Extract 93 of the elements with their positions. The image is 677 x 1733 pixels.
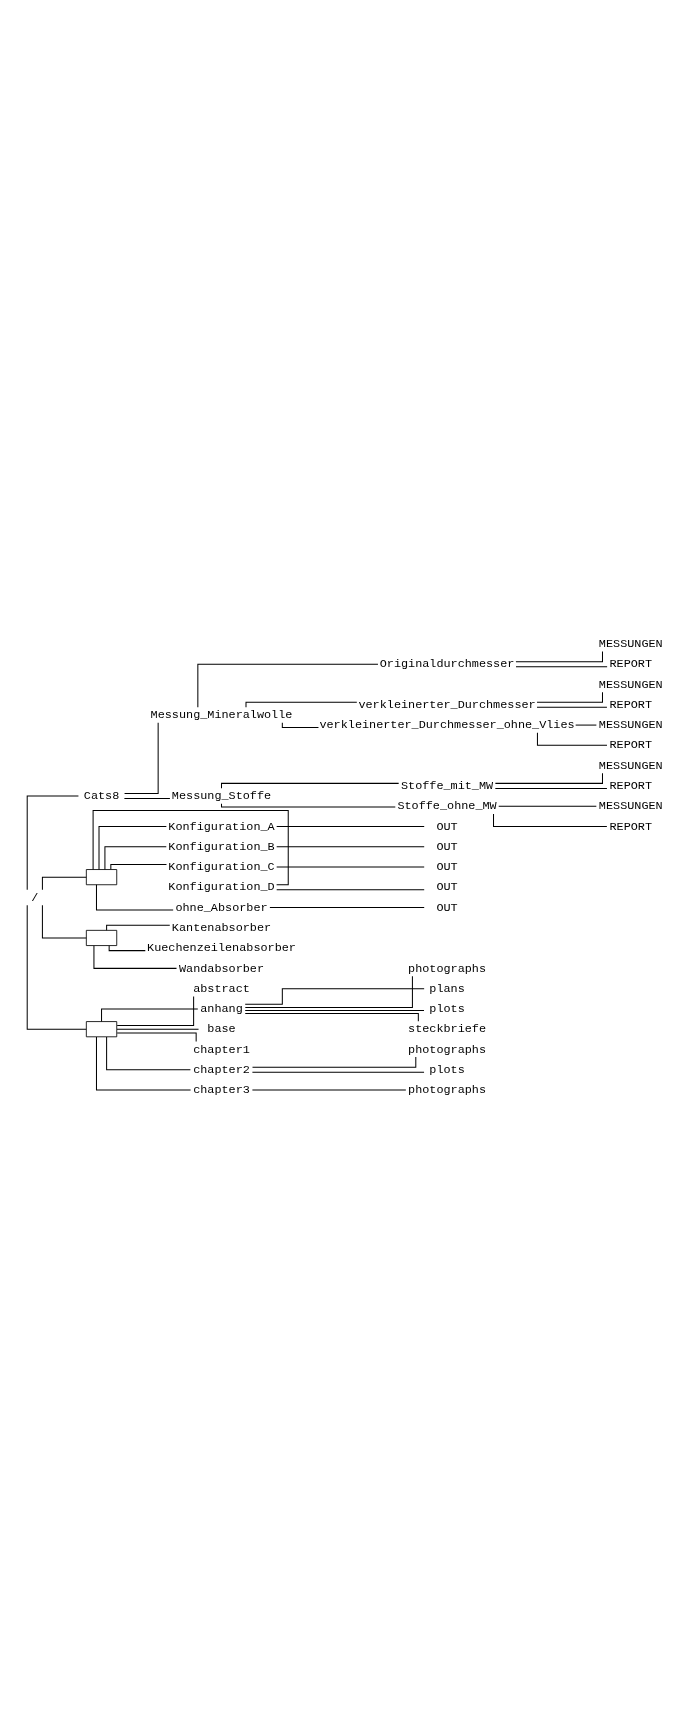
node-text: REPORT — [609, 697, 653, 712]
node-box — [85, 1020, 118, 1037]
node-text: / — [31, 890, 39, 905]
connector — [221, 782, 400, 789]
node-text: steckbriefe — [408, 1021, 487, 1036]
node-text: OUT — [436, 900, 458, 915]
node-text: Kantenabsorber — [171, 920, 272, 935]
connector — [276, 888, 425, 890]
node-text: base — [207, 1021, 236, 1036]
connector — [498, 805, 597, 807]
node-text: REPORT — [609, 778, 653, 793]
connector — [536, 731, 608, 746]
node-text: MESSUNGEN — [598, 636, 663, 651]
connector — [244, 987, 425, 1005]
connector — [108, 944, 146, 951]
node-text: verkleinerter_Durchmesser_ohne_Vlies — [319, 717, 575, 732]
connector — [41, 876, 87, 890]
connector — [494, 787, 608, 789]
connector — [95, 883, 174, 911]
connector — [252, 1056, 417, 1068]
connector — [221, 802, 396, 808]
node-text: anhang — [200, 1001, 243, 1016]
node-text: Stoffe_ohne_MW — [397, 798, 497, 813]
connector — [101, 1007, 199, 1022]
node-text: REPORT — [609, 656, 653, 671]
node-text: OUT — [436, 859, 458, 874]
connector — [276, 866, 425, 867]
node-text: Stoffe_mit_MW — [400, 778, 494, 793]
node-text: Konfiguration_C — [168, 859, 275, 874]
node-text: REPORT — [609, 819, 653, 834]
node-text: MESSUNGEN — [598, 677, 663, 692]
node-text: OUT — [436, 819, 458, 834]
node-text: chapter3 — [193, 1082, 250, 1097]
node-text: Konfiguration_B — [168, 839, 275, 854]
connector — [244, 975, 413, 1008]
node-text: abstract — [193, 981, 250, 996]
node-text: MESSUNGEN — [598, 717, 663, 732]
node-text: Kuechenzeilenabsorber — [147, 940, 296, 955]
node-text: photographs — [408, 961, 487, 975]
node-text: MESSUNGEN — [598, 798, 663, 813]
connector — [245, 701, 358, 708]
connector — [26, 795, 79, 890]
connector — [92, 809, 289, 885]
node-text: verkleinerter_Durchmesser — [358, 697, 536, 712]
node-text: OUT — [436, 879, 458, 894]
node-text: chapter2 — [193, 1062, 250, 1077]
connector — [123, 797, 171, 799]
connector — [106, 1036, 191, 1070]
connector — [536, 691, 603, 703]
node-text: photographs — [408, 1042, 487, 1057]
connector — [251, 1071, 425, 1073]
node-text: photographs — [408, 1082, 487, 1097]
connector — [197, 663, 379, 708]
connector — [269, 906, 425, 908]
node-text: Originaldurchmesser — [379, 656, 515, 671]
connector — [244, 1012, 419, 1022]
connector — [124, 721, 159, 794]
node-text: plans — [429, 981, 465, 996]
node-text: Konfiguration_D — [168, 879, 275, 894]
node-box — [85, 929, 118, 946]
connector — [116, 995, 195, 1026]
connector — [98, 825, 167, 870]
connector — [515, 665, 608, 667]
node-text: MESSUNGEN — [598, 758, 663, 773]
node-text: REPORT — [609, 737, 653, 752]
connector — [93, 944, 178, 969]
node-text: Cats8 — [83, 788, 120, 803]
connector — [276, 845, 425, 847]
node-text: Konfiguration_A — [168, 819, 275, 834]
node-text: Messung_Stoffe — [171, 788, 272, 803]
node-text: Wandabsorber — [178, 961, 265, 975]
node-text: chapter1 — [193, 1042, 250, 1057]
connector — [116, 1028, 200, 1030]
connector — [106, 924, 171, 931]
connector — [494, 772, 603, 784]
connector — [41, 904, 87, 938]
node-text: ohne_Absorber — [175, 900, 268, 915]
node-text: plots — [429, 1001, 465, 1016]
connector — [281, 721, 319, 728]
node-box — [85, 868, 118, 885]
node-text: plots — [429, 1062, 465, 1077]
connector — [26, 904, 87, 1030]
connector — [110, 863, 167, 870]
connector — [244, 1009, 425, 1011]
connector — [104, 845, 167, 870]
node-text: OUT — [436, 839, 458, 854]
connector — [493, 812, 608, 827]
connector — [276, 825, 425, 827]
connector — [536, 706, 608, 708]
connector — [95, 1035, 192, 1091]
connector — [116, 1032, 197, 1042]
node-text: Messung_Mineralwolle — [150, 707, 293, 722]
connector — [515, 650, 603, 662]
